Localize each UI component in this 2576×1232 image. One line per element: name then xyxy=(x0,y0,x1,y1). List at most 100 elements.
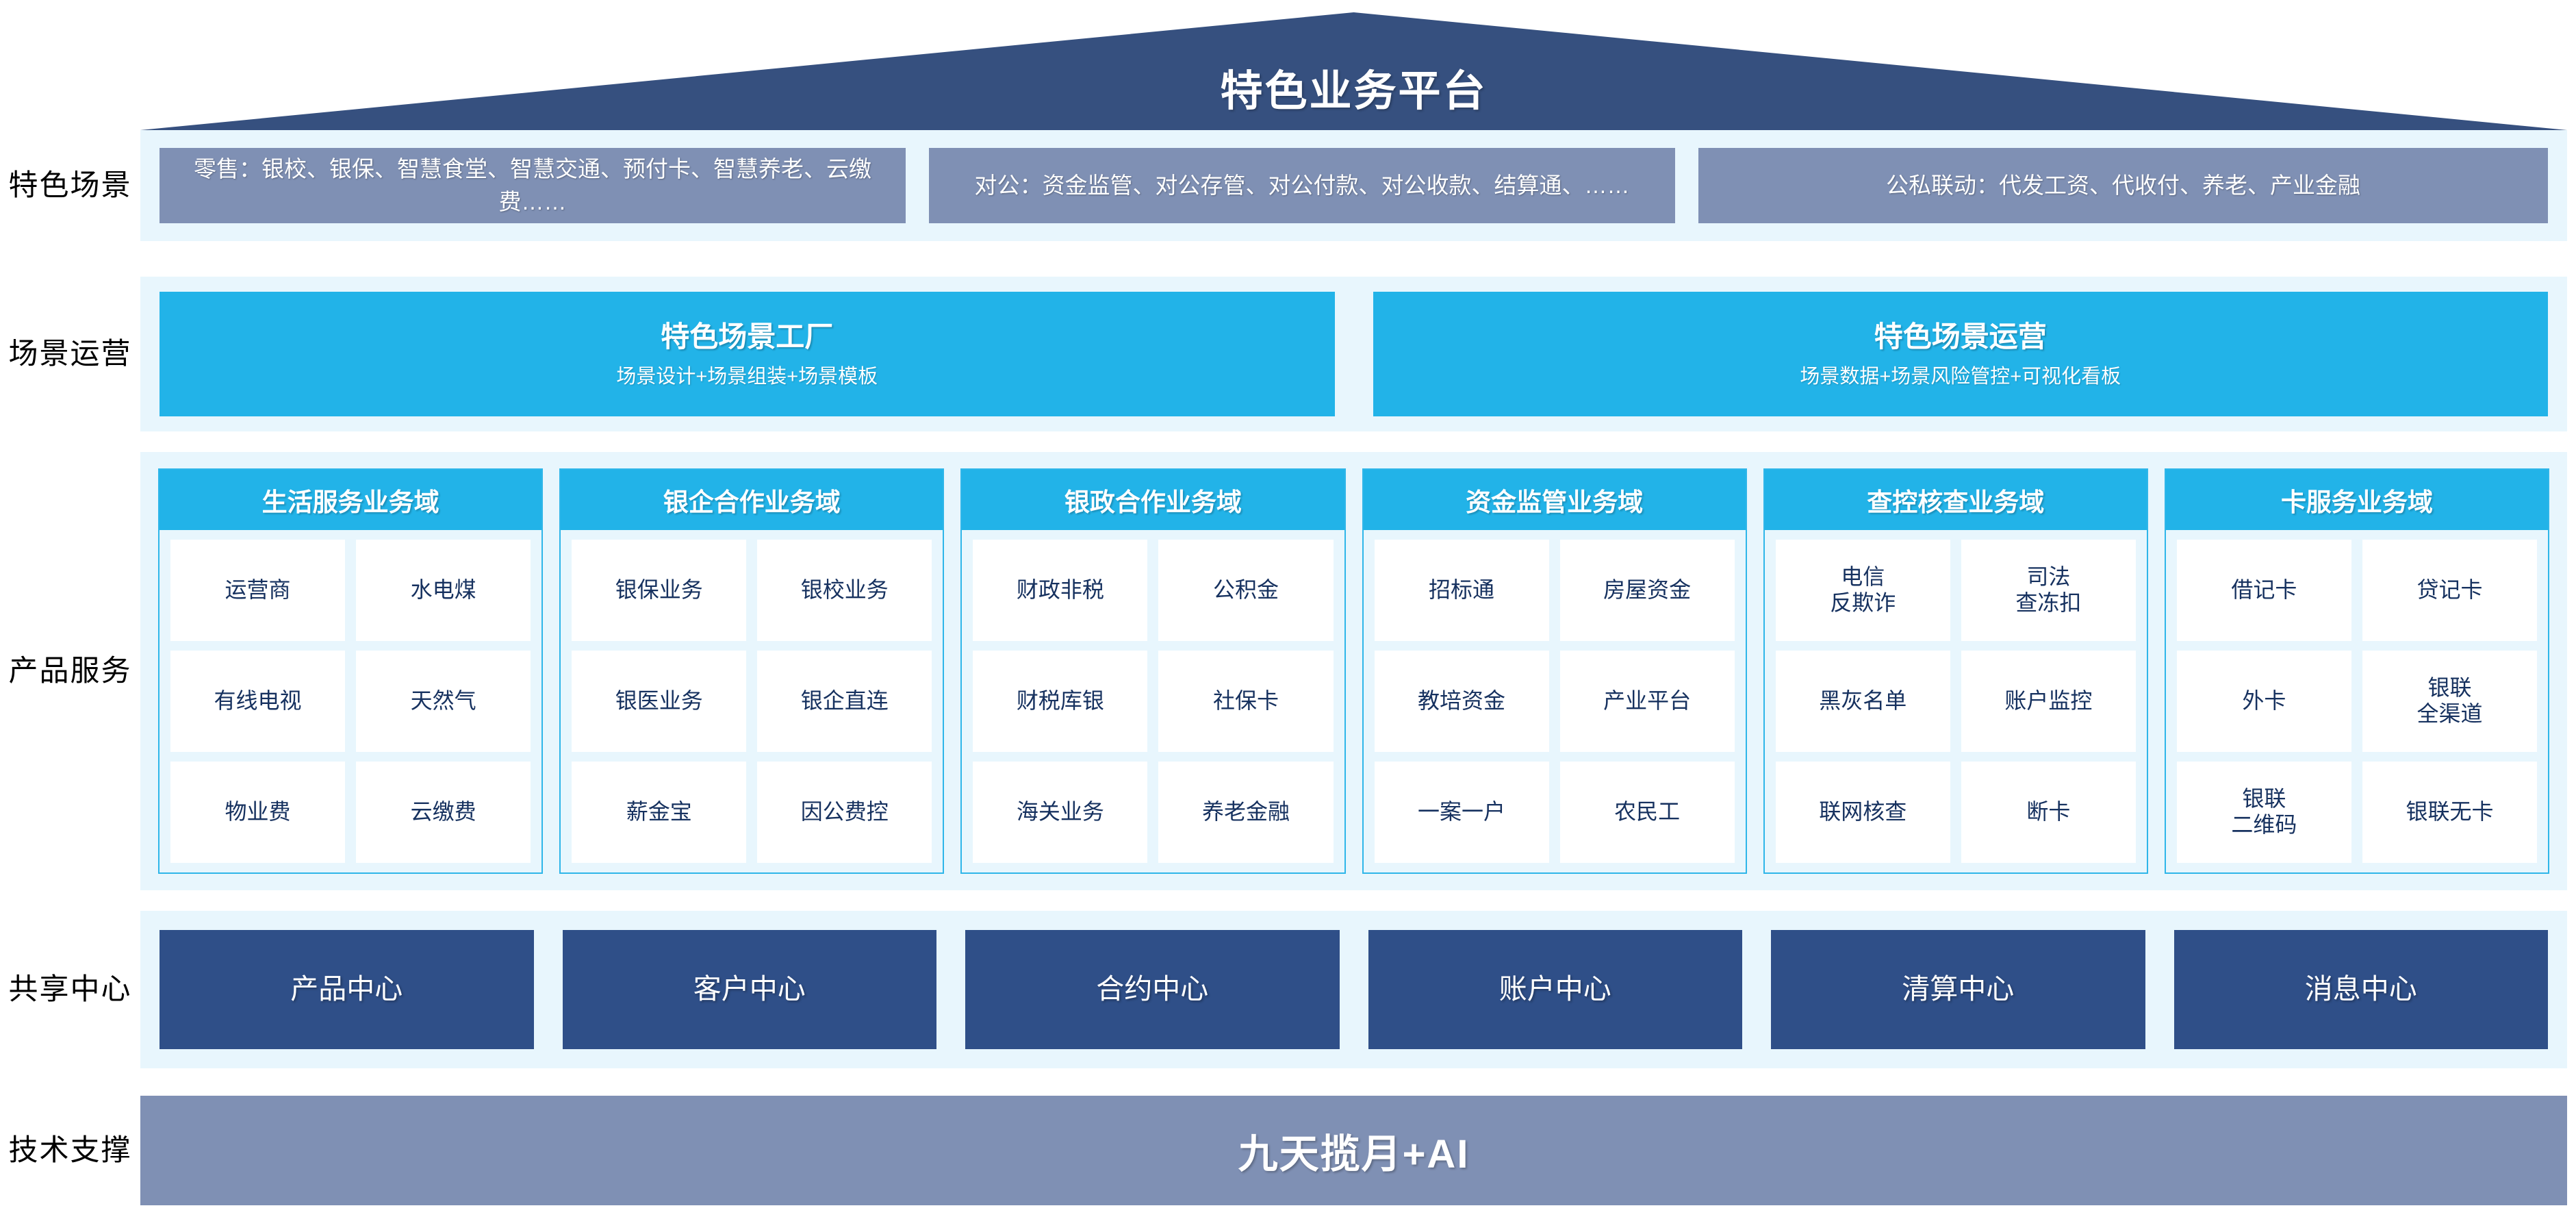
domain-column-investigation-control[interactable]: 查控核查业务域 电信 反欺诈 司法 查冻扣 黑灰名单 账户监控 联网核查 断卡 xyxy=(1763,468,2148,874)
domain-cell[interactable]: 云缴费 xyxy=(356,762,531,863)
domain-cell[interactable]: 财政非税 xyxy=(973,540,1148,641)
domain-row: 电信 反欺诈 司法 查冻扣 xyxy=(1775,540,2136,641)
domain-row: 借记卡 贷记卡 xyxy=(2176,540,2538,641)
domain-title-fund-supervision: 资金监管业务域 xyxy=(1363,470,1746,530)
domain-cell[interactable]: 水电煤 xyxy=(356,540,531,641)
domain-cell[interactable]: 借记卡 xyxy=(2176,540,2351,641)
shared-center-contract[interactable]: 合约中心 xyxy=(965,930,1340,1049)
domain-column-fund-supervision[interactable]: 资金监管业务域 招标通 房屋资金 教培资金 产业平台 一案一户 农民工 xyxy=(1362,468,1747,874)
domain-cell[interactable]: 司法 查冻扣 xyxy=(1961,540,2136,641)
domain-cell[interactable]: 银联 全渠道 xyxy=(2362,651,2538,752)
domain-column-bank-government[interactable]: 银政合作业务域 财政非税 公积金 财税库银 社保卡 海关业务 养老金融 xyxy=(960,468,1346,874)
domain-body-bank-enterprise: 银保业务 银校业务 银医业务 银企直连 薪金宝 因公费控 xyxy=(561,530,943,872)
domain-cell[interactable]: 财税库银 xyxy=(973,651,1148,752)
domain-body-investigation-control: 电信 反欺诈 司法 查冻扣 黑灰名单 账户监控 联网核查 断卡 xyxy=(1765,530,2147,872)
row-label-shared-center: 共享中心 xyxy=(0,911,140,1068)
domain-row: 银医业务 银企直连 xyxy=(572,651,932,752)
domain-cell[interactable]: 银联 二维码 xyxy=(2176,762,2351,863)
domain-row: 一案一户 农民工 xyxy=(1374,762,1735,863)
shared-center-customer[interactable]: 客户中心 xyxy=(562,930,936,1049)
domain-title-card-service: 卡服务业务域 xyxy=(2165,470,2549,530)
scenario-factory-title: 特色场景工厂 xyxy=(661,320,834,353)
scenario-operation-subtitle: 场景数据+场景风险管控+可视化看板 xyxy=(1800,366,2121,388)
domain-title-life-service: 生活服务业务域 xyxy=(160,470,542,530)
row-label-line: 场景 xyxy=(70,168,132,202)
domain-row: 有线电视 天然气 xyxy=(170,651,531,752)
domain-cell[interactable]: 有线电视 xyxy=(170,651,346,752)
domain-row: 黑灰名单 账户监控 xyxy=(1775,651,2136,752)
domain-title-bank-government: 银政合作业务域 xyxy=(962,470,1344,530)
scenario-box-retail[interactable]: 零售：银校、银保、智慧食堂、智慧交通、预付卡、智慧养老、云缴费…… xyxy=(160,148,906,223)
shared-center-account[interactable]: 账户中心 xyxy=(1368,930,1742,1049)
domain-cell[interactable]: 电信 反欺诈 xyxy=(1775,540,1950,641)
domain-cell[interactable]: 贷记卡 xyxy=(2362,540,2538,641)
domain-title-bank-enterprise: 银企合作业务域 xyxy=(561,470,943,530)
tech-support-bar[interactable]: 九天揽月+AI xyxy=(140,1096,2567,1205)
domain-body-fund-supervision: 招标通 房屋资金 教培资金 产业平台 一案一户 农民工 xyxy=(1364,530,1746,872)
row-label-line: 中心 xyxy=(70,972,132,1006)
domain-cell[interactable]: 银医业务 xyxy=(572,651,747,752)
domain-cell[interactable]: 黑灰名单 xyxy=(1775,651,1950,752)
domain-row: 联网核查 断卡 xyxy=(1775,762,2136,863)
domain-cell[interactable]: 账户监控 xyxy=(1961,651,2136,752)
shared-center-product[interactable]: 产品中心 xyxy=(160,930,534,1049)
domain-cell[interactable]: 银保业务 xyxy=(572,540,747,641)
domain-cell[interactable]: 农民工 xyxy=(1559,762,1735,863)
domain-cell[interactable]: 物业费 xyxy=(170,762,346,863)
shared-center-panel: 产品中心 客户中心 合约中心 账户中心 清算中心 消息中心 xyxy=(140,911,2567,1068)
domain-cell[interactable]: 招标通 xyxy=(1374,540,1549,641)
row-label-scenario: 特色场景 xyxy=(0,130,140,241)
operation-panel: 特色场景工厂 场景设计+场景组装+场景模板 特色场景运营 场景数据+场景风险管控… xyxy=(140,277,2567,431)
domain-column-life-service[interactable]: 生活服务业务域 运营商 水电煤 有线电视 天然气 物业费 云缴费 xyxy=(158,468,544,874)
row-label-line: 特色 xyxy=(8,168,71,202)
domain-columns: 生活服务业务域 运营商 水电煤 有线电视 天然气 物业费 云缴费 xyxy=(140,452,2567,890)
row-label-operation: 场景运营 xyxy=(0,277,140,431)
domain-row: 运营商 水电煤 xyxy=(170,540,531,641)
domain-cell[interactable]: 房屋资金 xyxy=(1559,540,1735,641)
shared-center-settlement[interactable]: 清算中心 xyxy=(1771,930,2145,1049)
scenario-factory-subtitle: 场景设计+场景组装+场景模板 xyxy=(616,366,878,388)
domain-cell[interactable]: 外卡 xyxy=(2176,651,2351,752)
domain-cell[interactable]: 社保卡 xyxy=(1158,651,1334,752)
domain-body-life-service: 运营商 水电煤 有线电视 天然气 物业费 云缴费 xyxy=(160,530,541,872)
domain-column-bank-enterprise[interactable]: 银企合作业务域 银保业务 银校业务 银医业务 银企直连 薪金宝 因公费控 xyxy=(559,468,945,874)
domain-row: 教培资金 产业平台 xyxy=(1374,651,1735,752)
domain-cell[interactable]: 因公费控 xyxy=(757,762,932,863)
domain-row: 财政非税 公积金 xyxy=(973,540,1334,641)
row-label-line: 服务 xyxy=(70,654,132,688)
row-label-line: 产品 xyxy=(8,654,71,688)
domain-cell[interactable]: 公积金 xyxy=(1158,540,1334,641)
page-title: 特色业务平台 xyxy=(1220,68,1488,115)
row-label-line: 技术 xyxy=(8,1133,71,1167)
domain-cell[interactable]: 养老金融 xyxy=(1158,762,1334,863)
domain-cell[interactable]: 联网核查 xyxy=(1775,762,1950,863)
domain-column-card-service[interactable]: 卡服务业务域 借记卡 贷记卡 外卡 银联 全渠道 银联 二维码 银联无卡 xyxy=(2164,468,2550,874)
shared-center-message[interactable]: 消息中心 xyxy=(2173,930,2548,1049)
operation-box-scenario-operation[interactable]: 特色场景运营 场景数据+场景风险管控+可视化看板 xyxy=(1373,292,2548,416)
domain-cell[interactable]: 教培资金 xyxy=(1374,651,1549,752)
row-label-line: 场景 xyxy=(8,337,71,370)
scenario-operation-title: 特色场景运营 xyxy=(1874,320,2047,353)
domain-cell[interactable]: 银校业务 xyxy=(757,540,932,641)
domain-row: 银保业务 银校业务 xyxy=(572,540,932,641)
row-label-tech-support: 技术支撑 xyxy=(0,1096,140,1205)
domain-cell[interactable]: 运营商 xyxy=(170,540,346,641)
operation-box-scenario-factory[interactable]: 特色场景工厂 场景设计+场景组装+场景模板 xyxy=(160,292,1335,416)
domain-row: 招标通 房屋资金 xyxy=(1374,540,1735,641)
row-label-line: 支撑 xyxy=(70,1133,132,1167)
domain-cell[interactable]: 薪金宝 xyxy=(572,762,747,863)
domain-row: 财税库银 社保卡 xyxy=(973,651,1334,752)
domain-cell[interactable]: 天然气 xyxy=(356,651,531,752)
domain-cell[interactable]: 银联无卡 xyxy=(2362,762,2538,863)
domain-cell[interactable]: 断卡 xyxy=(1961,762,2136,863)
scenario-box-public-private[interactable]: 公私联动：代发工资、代收付、养老、产业金融 xyxy=(1698,148,2548,223)
domain-body-bank-government: 财政非税 公积金 财税库银 社保卡 海关业务 养老金融 xyxy=(962,530,1344,872)
scenario-box-corporate[interactable]: 对公：资金监管、对公存管、对公付款、对公收款、结算通、…… xyxy=(929,148,1675,223)
domain-cell[interactable]: 海关业务 xyxy=(973,762,1148,863)
row-label-line: 共享 xyxy=(8,972,71,1006)
domain-cell[interactable]: 银企直连 xyxy=(757,651,932,752)
domain-cell[interactable]: 产业平台 xyxy=(1559,651,1735,752)
domain-row: 薪金宝 因公费控 xyxy=(572,762,932,863)
domain-cell[interactable]: 一案一户 xyxy=(1374,762,1549,863)
